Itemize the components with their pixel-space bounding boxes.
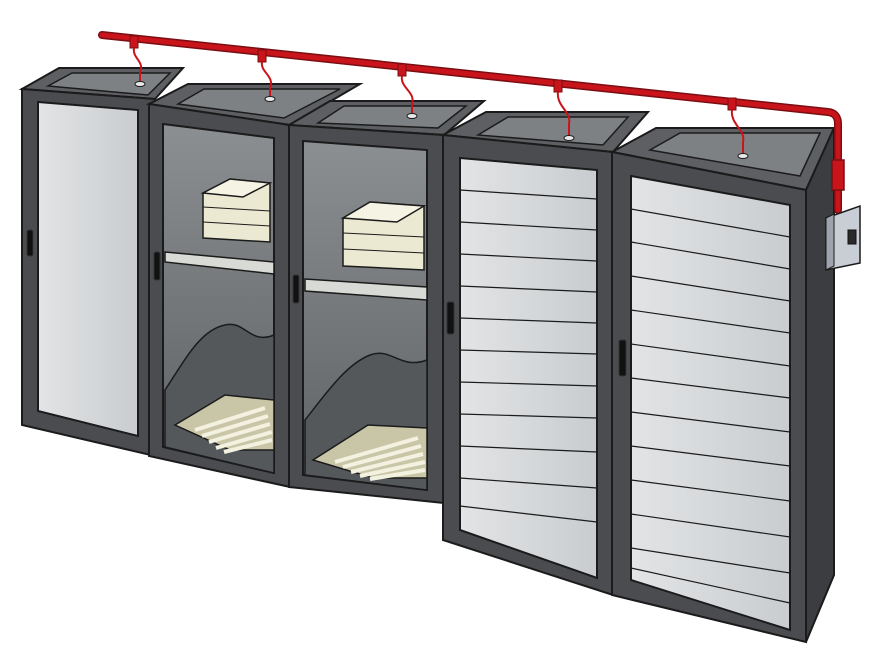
cabinet-4-handle: [446, 301, 455, 335]
nozzle-1: [129, 35, 146, 87]
cabinet-3-floor-grate: [311, 424, 428, 481]
cabinet-4-top-panel: [475, 116, 630, 146]
control-box: [825, 204, 861, 271]
cabinet-1: [18, 67, 186, 458]
nozzle-4: [553, 79, 575, 141]
cabinet-4: [439, 111, 651, 597]
cabinet-3-handle: [292, 274, 300, 304]
cabinet-2-top-panel: [175, 88, 341, 119]
cabinet-2-paper-stack: [200, 178, 273, 243]
cabinet-2-handle: [153, 251, 161, 281]
cabinet-5-handle: [618, 339, 627, 377]
cabinet-1-handle: [26, 229, 34, 257]
cabinet-5-side: [805, 127, 835, 643]
cabinet-4-door: [459, 156, 598, 580]
nozzle-5: [727, 97, 749, 159]
cabinet-3-paper-stack: [340, 201, 427, 271]
control-box-indicator: [847, 229, 857, 245]
cabinet-3: [285, 100, 487, 505]
fire-suppression-pipe: [98, 31, 845, 214]
cabinet-3-top-panel: [315, 105, 469, 129]
pipe-fitting: [831, 159, 845, 191]
cabinet-2-floor-grate: [173, 394, 275, 454]
cabinet-5-top-panel: [647, 132, 822, 177]
cabinet-2: [145, 83, 364, 489]
cabinet-1-door: [37, 100, 139, 438]
cabinet-3-shelf: [304, 278, 428, 301]
cabinet-5-door: [630, 174, 791, 632]
nozzle-3: [397, 63, 418, 119]
cabinet-4-slats: [459, 189, 598, 523]
cabinet-5-slats: [630, 208, 791, 604]
nozzle-2: [257, 49, 276, 102]
cabinet-2-shelf: [164, 251, 275, 275]
cabinet-5: [609, 127, 836, 644]
